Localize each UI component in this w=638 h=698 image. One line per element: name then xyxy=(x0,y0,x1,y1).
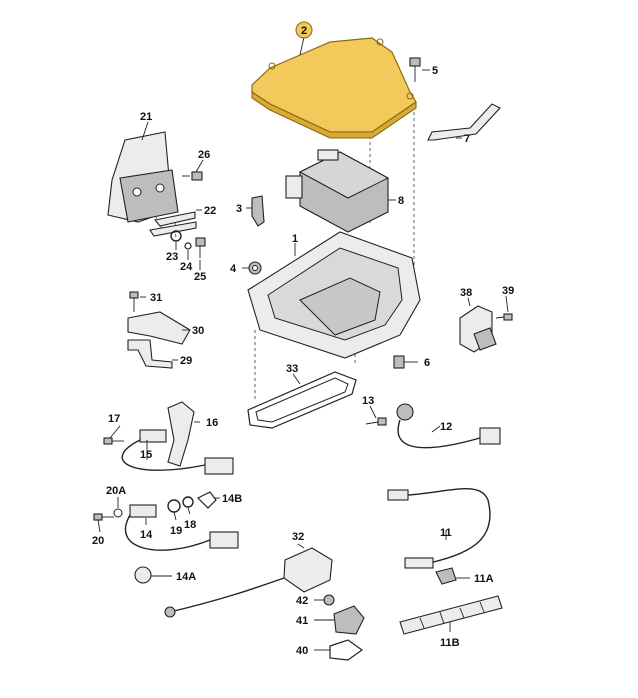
label-p5[interactable]: 5 xyxy=(432,65,438,77)
sensor-15[interactable] xyxy=(121,429,234,475)
part-labels: 2 5 7 21 26 22 3 8 1 23 24 25 4 31 30 29… xyxy=(92,25,514,657)
relay-38[interactable] xyxy=(459,305,497,353)
label-p29[interactable]: 29 xyxy=(180,355,192,367)
bolt-icon[interactable] xyxy=(182,171,203,181)
label-p11[interactable]: 11 xyxy=(440,527,452,539)
label-p20A[interactable]: 20A xyxy=(106,485,126,497)
washer-icon[interactable] xyxy=(170,230,182,242)
control-unit-module[interactable] xyxy=(285,149,390,233)
label-p21[interactable]: 21 xyxy=(140,111,152,123)
label-p1[interactable]: 1 xyxy=(292,233,298,245)
label-p6[interactable]: 6 xyxy=(424,357,430,369)
label-p38[interactable]: 38 xyxy=(460,287,472,299)
gasket-33[interactable] xyxy=(247,371,357,429)
seal-ring-icon[interactable] xyxy=(184,242,192,250)
label-p14A[interactable]: 14A xyxy=(176,571,196,583)
nut-icon[interactable] xyxy=(248,261,262,275)
label-p26[interactable]: 26 xyxy=(198,149,210,161)
label-p12[interactable]: 12 xyxy=(440,421,452,433)
screw-31-icon[interactable] xyxy=(129,291,139,312)
label-p42[interactable]: 42 xyxy=(296,595,308,607)
o-ring-19-icon[interactable] xyxy=(167,499,181,513)
clip-14A-icon[interactable] xyxy=(134,566,152,584)
bracket-7[interactable] xyxy=(427,103,501,141)
label-p17[interactable]: 17 xyxy=(108,413,120,425)
label-p3[interactable]: 3 xyxy=(236,203,242,215)
label-p2[interactable]: 2 xyxy=(301,25,307,37)
screw-39-icon[interactable] xyxy=(495,313,513,321)
bracket-29[interactable] xyxy=(127,339,173,369)
control-unit-housing[interactable] xyxy=(247,231,421,359)
knock-sensor-12[interactable] xyxy=(396,403,501,449)
label-p4[interactable]: 4 xyxy=(230,263,237,275)
label-p23[interactable]: 23 xyxy=(166,251,178,263)
screw-icon[interactable] xyxy=(409,57,421,82)
label-p11B[interactable]: 11B xyxy=(440,637,460,649)
bolt-13-icon[interactable] xyxy=(365,417,387,426)
gasket-40[interactable] xyxy=(329,639,364,661)
label-p31[interactable]: 31 xyxy=(150,292,162,304)
seal-20A-icon[interactable] xyxy=(113,508,123,518)
cap-14B-icon[interactable] xyxy=(196,491,217,509)
pressure-sensor-41[interactable] xyxy=(333,605,365,635)
label-p11A[interactable]: 11A xyxy=(474,573,494,585)
label-p19[interactable]: 19 xyxy=(170,525,182,537)
label-p39[interactable]: 39 xyxy=(502,285,514,297)
clip-strip-22[interactable] xyxy=(149,211,197,237)
label-p14[interactable]: 14 xyxy=(140,529,153,541)
label-p16[interactable]: 16 xyxy=(206,417,218,429)
label-p13[interactable]: 13 xyxy=(362,395,374,407)
o-ring-18-icon[interactable] xyxy=(182,496,194,508)
nut-42-icon[interactable] xyxy=(323,594,335,606)
label-p25[interactable]: 25 xyxy=(194,271,206,283)
label-p15[interactable]: 15 xyxy=(140,449,152,461)
oxygen-sensor-11[interactable] xyxy=(387,488,491,569)
protective-sleeve-11B[interactable] xyxy=(399,595,503,635)
screw-20-icon[interactable] xyxy=(93,513,114,521)
clip-11A-icon[interactable] xyxy=(435,567,457,585)
sensor-32[interactable] xyxy=(164,547,333,618)
highlight-badge xyxy=(295,21,313,39)
label-p33[interactable]: 33 xyxy=(286,363,298,375)
clip-3[interactable] xyxy=(251,195,265,227)
relay-bracket-21[interactable] xyxy=(107,131,179,223)
connector-6[interactable] xyxy=(393,355,405,369)
label-p20[interactable]: 20 xyxy=(92,535,104,547)
screw-17-icon[interactable] xyxy=(103,437,124,445)
bracket-16[interactable] xyxy=(167,401,195,467)
label-p8[interactable]: 8 xyxy=(398,195,404,207)
sensor-14[interactable] xyxy=(124,504,239,551)
label-p14B[interactable]: 14B xyxy=(222,493,242,505)
label-p40[interactable]: 40 xyxy=(296,645,308,657)
label-p7[interactable]: 7 xyxy=(464,133,470,145)
leader-lines xyxy=(97,36,509,651)
label-p32[interactable]: 32 xyxy=(292,531,304,543)
control-unit-cover[interactable] xyxy=(251,37,417,139)
label-p18[interactable]: 18 xyxy=(184,519,196,531)
label-p30[interactable]: 30 xyxy=(192,325,204,337)
label-p24[interactable]: 24 xyxy=(180,261,193,273)
label-p22[interactable]: 22 xyxy=(204,205,216,217)
label-p41[interactable]: 41 xyxy=(296,615,308,627)
bracket-30[interactable] xyxy=(127,311,191,345)
bolt-25-icon[interactable] xyxy=(195,237,206,258)
